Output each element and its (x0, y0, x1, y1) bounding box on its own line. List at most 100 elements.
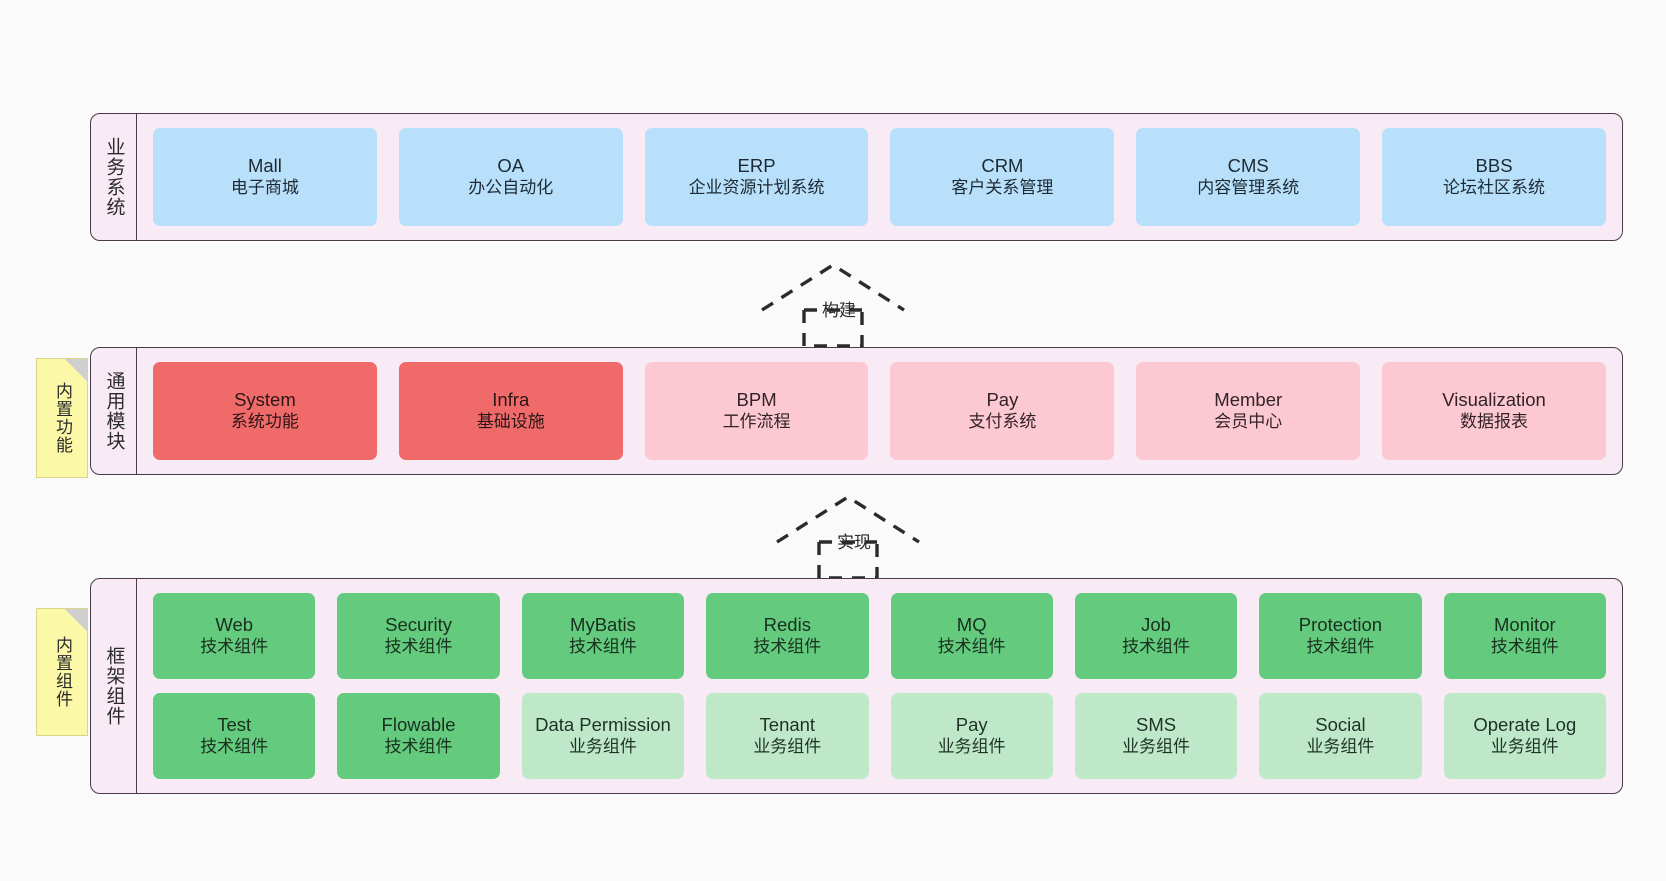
card-crm[interactable]: CRM 客户关系管理 (890, 128, 1115, 226)
card-title: Social (1315, 714, 1366, 736)
layer-title-common-module: 通用模块 (91, 348, 137, 474)
card-row: Mall 电子商城 OA 办公自动化 ERP 企业资源计划系统 CRM 客户关系… (153, 128, 1606, 226)
layer-body-common-module: System 系统功能 Infra 基础设施 BPM 工作流程 Pay 支付系统… (137, 348, 1622, 474)
card-member[interactable]: Member 会员中心 (1136, 362, 1361, 460)
layer-body-framework-component: Web 技术组件 Security 技术组件 MyBatis 技术组件 Redi… (137, 579, 1622, 793)
card-title: Tenant (759, 714, 816, 736)
note-builtin-components: 内置组件 (36, 608, 88, 736)
card-title: Member (1214, 389, 1283, 411)
card-title: CMS (1227, 155, 1269, 177)
generalization-arrow-icon (761, 262, 905, 348)
card-title: System (234, 389, 296, 411)
card-subtitle: 数据报表 (1460, 411, 1529, 431)
card-title: Job (1141, 614, 1171, 636)
layer-framework-component: 框架组件 Web 技术组件 Security 技术组件 MyBatis 技术组件… (90, 578, 1623, 794)
card-subtitle: 技术组件 (200, 636, 269, 656)
card-job[interactable]: Job 技术组件 (1074, 593, 1238, 679)
card-data-permission[interactable]: Data Permission 业务组件 (521, 693, 685, 779)
card-title: MyBatis (570, 614, 636, 636)
card-security[interactable]: Security 技术组件 (337, 593, 500, 679)
card-mall[interactable]: Mall 电子商城 (153, 128, 377, 226)
card-title: Web (215, 614, 254, 636)
card-row: Web 技术组件 Security 技术组件 MyBatis 技术组件 Redi… (153, 593, 1606, 679)
card-flowable[interactable]: Flowable 技术组件 (337, 693, 500, 779)
card-subtitle: 企业资源计划系统 (688, 177, 825, 197)
card-subtitle: 内容管理系统 (1197, 177, 1300, 197)
card-test[interactable]: Test 技术组件 (153, 693, 316, 779)
card-title: Flowable (381, 714, 456, 736)
card-title: BPM (736, 389, 777, 411)
note-builtin-features: 内置功能 (36, 358, 88, 478)
card-subtitle: 业务组件 (1306, 736, 1375, 756)
card-social[interactable]: Social 业务组件 (1259, 693, 1422, 779)
card-oa[interactable]: OA 办公自动化 (398, 128, 623, 226)
card-subtitle: 业务组件 (753, 736, 822, 756)
card-redis[interactable]: Redis 技术组件 (706, 593, 869, 679)
card-subtitle: 客户关系管理 (951, 177, 1054, 197)
card-subtitle: 系统功能 (230, 411, 299, 431)
card-title: MQ (956, 614, 987, 636)
card-tenant[interactable]: Tenant 业务组件 (706, 693, 869, 779)
note-label: 内置功能 (53, 382, 73, 454)
card-mybatis[interactable]: MyBatis 技术组件 (521, 593, 685, 679)
layer-title-business-system: 业务系统 (91, 114, 137, 240)
card-subtitle: 技术组件 (200, 736, 269, 756)
card-subtitle: 技术组件 (568, 636, 637, 656)
card-row: System 系统功能 Infra 基础设施 BPM 工作流程 Pay 支付系统… (153, 362, 1606, 460)
generalization-arrow-icon (776, 494, 920, 580)
card-subtitle: 技术组件 (384, 736, 453, 756)
note-label: 内置组件 (53, 636, 73, 708)
card-title: Security (385, 614, 452, 636)
connector-build: 构建 (760, 262, 906, 348)
card-title: Mall (247, 155, 282, 177)
card-title: ERP (737, 155, 776, 177)
card-sms[interactable]: SMS 业务组件 (1074, 693, 1238, 779)
card-title: Data Permission (535, 714, 671, 736)
card-subtitle: 电子商城 (230, 177, 299, 197)
card-subtitle: 基础设施 (476, 411, 545, 431)
card-title: SMS (1136, 714, 1177, 736)
card-visualization[interactable]: Visualization 数据报表 (1382, 362, 1606, 460)
card-pay-business[interactable]: Pay 业务组件 (890, 693, 1053, 779)
card-title: Pay (955, 714, 988, 736)
card-row: Test 技术组件 Flowable 技术组件 Data Permission … (153, 693, 1606, 779)
card-erp[interactable]: ERP 企业资源计划系统 (644, 128, 869, 226)
card-title: CRM (981, 155, 1024, 177)
card-subtitle: 办公自动化 (468, 177, 554, 197)
layer-business-system: 业务系统 Mall 电子商城 OA 办公自动化 ERP 企业资源计划系统 CRM… (90, 113, 1623, 241)
connector-label-implement: 实现 (837, 533, 871, 552)
card-subtitle: 业务组件 (937, 736, 1006, 756)
card-title: Monitor (1493, 614, 1556, 636)
connector-implement: 实现 (775, 494, 921, 580)
card-protection[interactable]: Protection 技术组件 (1259, 593, 1422, 679)
card-web[interactable]: Web 技术组件 (153, 593, 316, 679)
card-monitor[interactable]: Monitor 技术组件 (1443, 593, 1606, 679)
card-subtitle: 技术组件 (1122, 636, 1191, 656)
layer-title-framework-component: 框架组件 (91, 579, 137, 793)
card-operate-log[interactable]: Operate Log 业务组件 (1443, 693, 1606, 779)
card-subtitle: 技术组件 (937, 636, 1006, 656)
card-bpm[interactable]: BPM 工作流程 (644, 362, 869, 460)
card-cms[interactable]: CMS 内容管理系统 (1136, 128, 1361, 226)
card-title: Pay (986, 389, 1019, 411)
card-subtitle: 支付系统 (968, 411, 1037, 431)
card-title: Test (217, 714, 252, 736)
card-system[interactable]: System 系统功能 (153, 362, 377, 460)
card-bbs[interactable]: BBS 论坛社区系统 (1382, 128, 1606, 226)
card-title: Operate Log (1473, 714, 1577, 736)
card-title: Visualization (1442, 389, 1546, 411)
card-subtitle: 论坛社区系统 (1443, 177, 1546, 197)
card-title: OA (497, 155, 525, 177)
card-title: Protection (1298, 614, 1383, 636)
card-subtitle: 技术组件 (384, 636, 453, 656)
note-fold-icon (65, 609, 87, 631)
card-subtitle: 业务组件 (1490, 736, 1559, 756)
card-subtitle: 会员中心 (1214, 411, 1283, 431)
card-mq[interactable]: MQ 技术组件 (890, 593, 1053, 679)
card-infra[interactable]: Infra 基础设施 (398, 362, 623, 460)
card-subtitle: 业务组件 (568, 736, 637, 756)
card-title: BBS (1475, 155, 1513, 177)
card-pay[interactable]: Pay 支付系统 (890, 362, 1115, 460)
layer-body-business-system: Mall 电子商城 OA 办公自动化 ERP 企业资源计划系统 CRM 客户关系… (137, 114, 1622, 240)
